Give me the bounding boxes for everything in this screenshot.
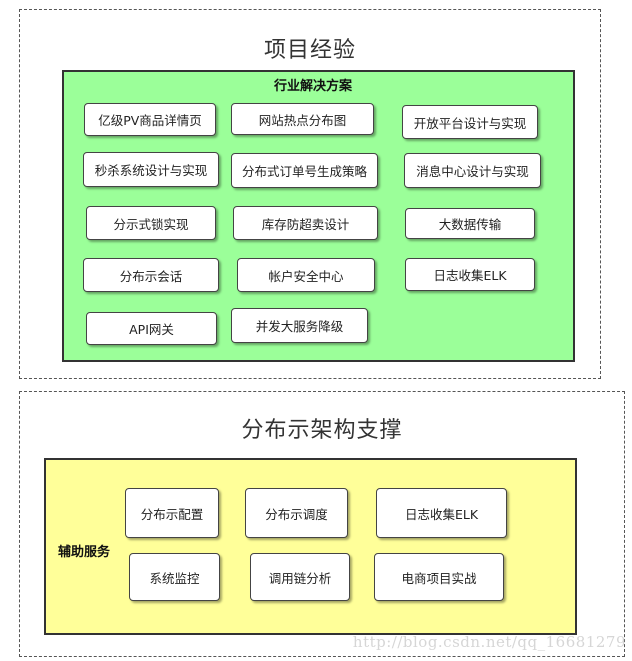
panel-title: 辅助服务 (58, 545, 111, 560)
solution-box: API网关 (86, 312, 217, 345)
solution-box: 帐户安全中心 (237, 258, 375, 292)
solution-box: 分示式锁实现 (86, 206, 216, 240)
service-box: 分布示调度 (245, 488, 348, 538)
panel-title: 行业解决方案 (274, 79, 353, 94)
section-title: 项目经验 (263, 38, 356, 63)
auxiliary-services-panel: 辅助服务 (44, 458, 577, 635)
solution-box: 消息中心设计与实现 (404, 153, 541, 188)
solution-box: 日志收集ELK (405, 258, 535, 291)
solution-box: 库存防超卖设计 (233, 206, 378, 240)
section-title: 分布示架构支撑 (241, 418, 403, 443)
solution-box: 分布式订单号生成策略 (231, 153, 378, 188)
solution-box: 秒杀系统设计与实现 (83, 152, 219, 187)
service-box: 调用链分析 (250, 553, 350, 601)
solution-box: 亿级PV商品详情页 (84, 103, 216, 136)
service-box: 分布示配置 (125, 488, 219, 538)
solution-box: 网站热点分布图 (231, 103, 374, 135)
solution-box: 并发大服务降级 (231, 308, 368, 343)
solution-box: 大数据传输 (405, 208, 535, 239)
service-box: 电商项目实战 (374, 553, 504, 601)
watermark: http://blog.csdn.net/qq_16681279 (352, 633, 626, 651)
service-box: 系统监控 (129, 553, 220, 601)
solution-box: 分布示会话 (83, 258, 219, 292)
service-box: 日志收集ELK (376, 488, 507, 538)
solution-box: 开放平台设计与实现 (402, 105, 538, 139)
